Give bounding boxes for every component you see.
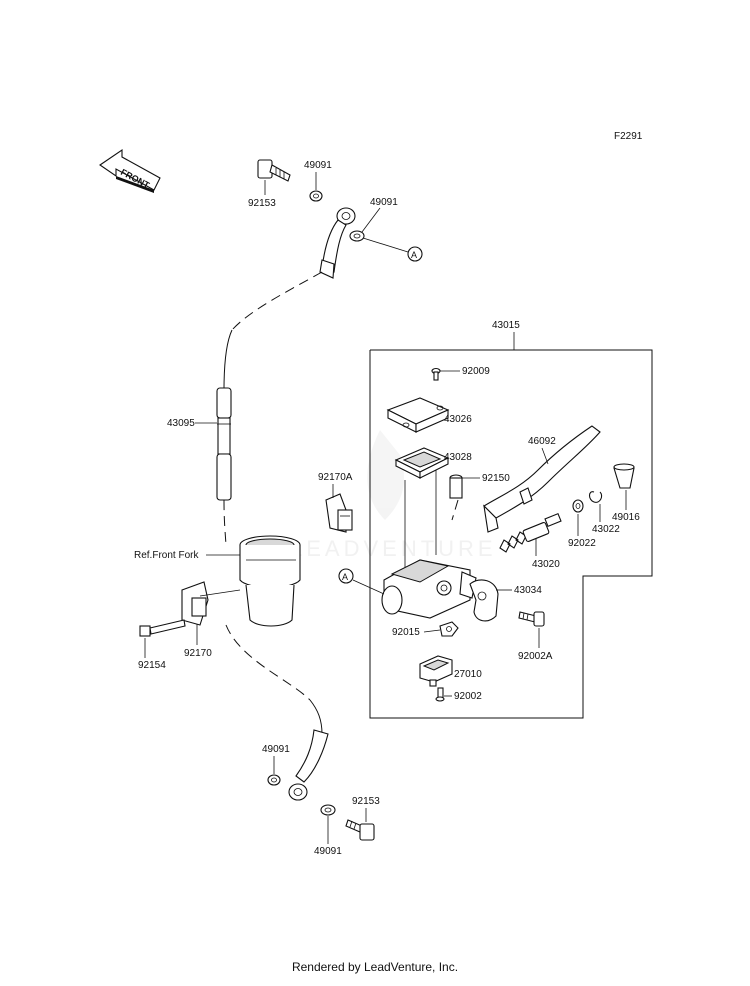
washer-top-2 — [349, 230, 365, 242]
reservoir-cap — [386, 397, 450, 433]
diagram-code: F2291 — [614, 131, 643, 142]
washer-92022 — [572, 499, 584, 513]
label-92153-bot: 92153 — [352, 796, 380, 807]
bolt-92002A — [518, 611, 545, 627]
front-fork — [239, 535, 301, 627]
footer-credit: Rendered by LeadVenture, Inc. — [291, 960, 459, 974]
label-43020: 43020 — [532, 559, 560, 570]
piston-kit — [499, 512, 562, 553]
brake-switch — [419, 655, 453, 687]
label-43034: 43034 — [514, 585, 542, 596]
dust-boot — [613, 463, 635, 489]
hose-dashed-bottom — [225, 624, 311, 701]
front-arrow-icon: FRONT — [99, 148, 161, 193]
hose-fitting-top — [319, 207, 356, 279]
handlebar-clamp — [469, 579, 499, 622]
label-43095: 43095 — [167, 418, 195, 429]
label-92009: 92009 — [462, 366, 490, 377]
label-92150: 92150 — [482, 473, 510, 484]
label-43028: 43028 — [444, 452, 472, 463]
washer-bottom-2 — [320, 804, 336, 816]
label-92002: 92002 — [454, 691, 482, 702]
hose-clamp-upper — [325, 493, 353, 533]
watermark-logo: LEADVENTURE — [290, 430, 497, 561]
washer-bottom-1 — [267, 774, 281, 786]
label-43022: 43022 — [592, 524, 620, 535]
label-27010: 27010 — [454, 669, 482, 680]
banjo-bolt-top — [257, 159, 291, 182]
label-49091-bot2: 49091 — [314, 846, 342, 857]
assembly-box-43015 — [369, 349, 653, 719]
label-49091-bot1: 49091 — [262, 744, 290, 755]
banjo-bolt-bottom — [345, 819, 375, 841]
label-92153-top: 92153 — [248, 198, 276, 209]
label-92015: 92015 — [392, 627, 420, 638]
label-92154: 92154 — [138, 660, 166, 671]
screw-92009 — [431, 367, 441, 381]
label-92170A: 92170A — [318, 472, 353, 483]
label-92022: 92022 — [568, 538, 596, 549]
watermark-text: LEADVENTURE — [290, 536, 497, 561]
hose-fitting-bottom — [288, 729, 329, 801]
brake-hose — [216, 387, 232, 501]
label-92170: 92170 — [184, 648, 212, 659]
label-46092: 46092 — [528, 436, 556, 447]
callout-a-mid — [338, 568, 354, 584]
callout-a-top — [407, 246, 423, 262]
label-43026: 43026 — [444, 414, 472, 425]
washer-top-1 — [309, 190, 323, 202]
ref-front-fork-label: Ref.Front Fork — [134, 550, 199, 561]
label-92002A: 92002A — [518, 651, 553, 662]
svg-text:A: A — [342, 572, 348, 582]
screw-92002 — [435, 687, 445, 702]
brake-lever — [483, 425, 601, 533]
pivot-bolt — [449, 474, 463, 499]
master-cylinder-body — [381, 559, 477, 619]
hose-clamp-lower — [139, 581, 241, 637]
diaphragm — [394, 447, 450, 479]
nut-92015 — [439, 621, 459, 637]
hose-dashed-top — [231, 271, 323, 331]
label-43015: 43015 — [492, 320, 520, 331]
label-49091-top2: 49091 — [370, 197, 398, 208]
circlip — [588, 491, 603, 503]
svg-text:A: A — [411, 250, 417, 260]
label-49091-top1: 49091 — [304, 160, 332, 171]
label-49016: 49016 — [612, 512, 640, 523]
